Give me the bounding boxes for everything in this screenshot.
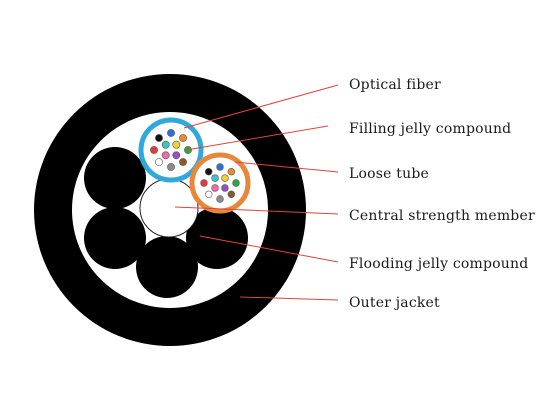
tube-wall xyxy=(138,117,204,183)
optical-fiber xyxy=(221,184,229,192)
loose-tube-blue xyxy=(138,117,204,183)
leader-lines xyxy=(174,84,339,301)
leader-loose-tube xyxy=(234,161,339,173)
label-filling-jelly: Filling jelly compound xyxy=(349,121,511,137)
leader-outer-jacket xyxy=(239,296,339,301)
optical-fiber xyxy=(167,129,175,137)
optical-fiber xyxy=(161,151,170,160)
optical-fiber xyxy=(172,151,181,160)
labels: Optical fiber Filling jelly compound Loo… xyxy=(349,77,535,311)
filler-rod xyxy=(84,147,146,209)
optical-fiber xyxy=(211,174,219,182)
filler-rods xyxy=(84,147,248,298)
optical-fiber xyxy=(179,158,187,166)
optical-fiber xyxy=(221,174,229,182)
leader-optical-fiber xyxy=(183,84,339,129)
optical-fiber xyxy=(227,190,236,199)
optical-fiber xyxy=(204,190,213,199)
fiber-bundle xyxy=(200,163,240,203)
filler-rod xyxy=(186,207,248,269)
label-outer-jacket: Outer jacket xyxy=(349,295,440,311)
optical-fiber xyxy=(179,134,187,142)
optical-fiber xyxy=(216,163,224,171)
label-loose-tube: Loose tube xyxy=(349,166,429,182)
optical-fiber xyxy=(216,195,224,203)
optical-fiber xyxy=(161,140,170,149)
optical-fiber xyxy=(155,158,163,166)
leader-central-member xyxy=(174,206,339,215)
optical-fiber xyxy=(232,179,240,187)
leader-filling-jelly xyxy=(185,125,329,151)
filler-rod xyxy=(84,207,146,269)
optical-fiber xyxy=(167,163,175,171)
optical-fiber xyxy=(150,146,158,154)
optical-fiber xyxy=(172,140,181,149)
leader-flooding-jelly xyxy=(199,235,339,263)
optical-fiber xyxy=(155,134,163,142)
optical-fiber xyxy=(200,179,208,187)
label-central-member: Central strength member xyxy=(349,208,535,224)
tube-wall xyxy=(189,152,251,214)
fiber-bundle xyxy=(150,129,192,171)
optical-fiber xyxy=(227,167,236,176)
filler-rod xyxy=(136,236,198,298)
label-flooding-jelly: Flooding jelly compound xyxy=(349,256,528,272)
optical-fiber xyxy=(204,167,213,176)
label-optical-fiber: Optical fiber xyxy=(349,77,441,93)
optical-fiber xyxy=(211,184,219,192)
loose-tube-orange xyxy=(189,152,251,214)
